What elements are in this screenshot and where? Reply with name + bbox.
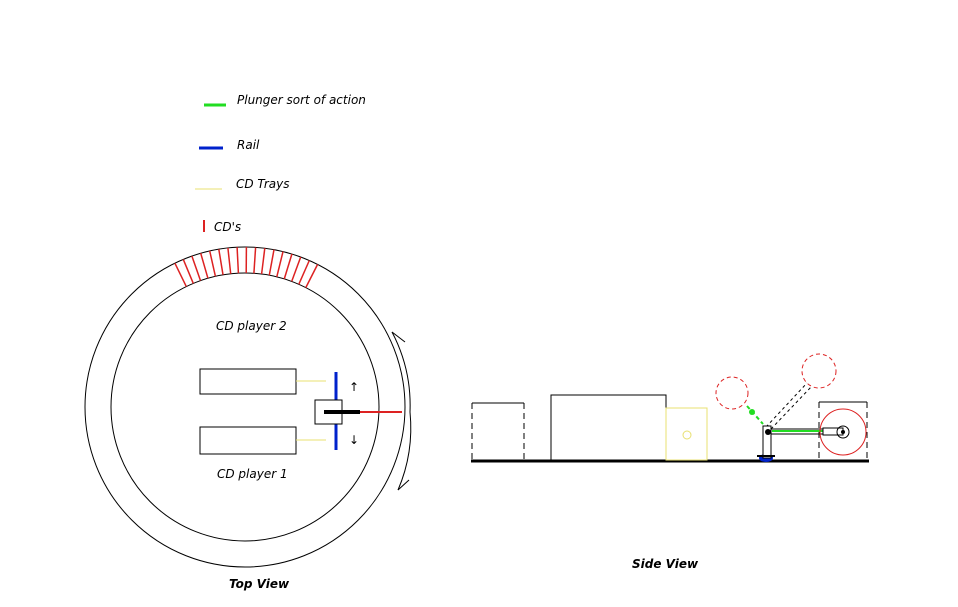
cd-slot — [290, 256, 302, 282]
cd-slot — [236, 247, 240, 274]
cd-slot — [305, 264, 319, 288]
carousel-inner-ring — [110, 272, 380, 542]
cd-slot — [283, 253, 293, 280]
rotation-arrow-bottom — [397, 411, 412, 491]
cd-slot — [182, 259, 194, 284]
side-cd-center — [841, 430, 845, 434]
rotation-arrow-bottom-head — [397, 479, 410, 491]
legend: Plunger sort of action Rail CD Trays CD'… — [195, 93, 366, 234]
cd-slot — [260, 248, 266, 275]
cd-slot — [174, 262, 187, 287]
picker-pivot — [765, 429, 771, 435]
rotation-arrow-top-head — [391, 331, 406, 343]
top-view: CD player 2 CD player 1 ↑ ↓ Top View — [84, 246, 412, 591]
cd-slots — [174, 246, 319, 288]
legend-label-trays: CD Trays — [236, 177, 289, 191]
cd-slot — [268, 249, 275, 276]
rail-down-arrow: ↓ — [349, 433, 359, 447]
ghost-cd-right — [801, 353, 837, 389]
picker-arm-tip — [822, 427, 844, 436]
side-cd-player — [550, 394, 667, 462]
side-cd — [819, 408, 867, 456]
cd-player-2-label: CD player 2 — [216, 319, 287, 333]
cd-slot — [199, 252, 209, 279]
cd-slot — [218, 249, 224, 275]
side-cd-hub — [836, 425, 850, 439]
ghost-plunger-tip — [749, 409, 755, 415]
cd-player-1-label: CD player 1 — [217, 467, 288, 481]
ghost-cd-left — [715, 376, 749, 410]
legend-label-cds: CD's — [214, 220, 241, 234]
cd-slot — [227, 247, 232, 274]
side-cd-tray-disc — [682, 430, 692, 440]
side-view-title: Side View — [632, 557, 699, 571]
cd-player-1 — [199, 426, 297, 455]
cd-slot — [298, 260, 310, 285]
ghost-arm-1 — [765, 382, 808, 428]
ghost-arm-2 — [770, 385, 813, 430]
legend-label-plunger: Plunger sort of action — [237, 93, 366, 107]
rotation-arrow-top — [391, 331, 411, 413]
side-view: Side View — [471, 353, 869, 571]
cd-slot — [253, 247, 257, 274]
top-view-title: Top View — [229, 577, 290, 591]
side-cd-tray — [665, 407, 708, 461]
cd-slot — [191, 255, 202, 281]
picker-post — [762, 425, 772, 459]
rail-up-arrow: ↑ — [349, 380, 359, 394]
legend-label-rail: Rail — [237, 138, 260, 152]
ghost-plunger — [746, 405, 764, 425]
cd-player-2 — [199, 368, 297, 395]
cd-slot — [276, 251, 284, 277]
carousel-outer-ring — [84, 246, 406, 568]
cd-slot — [208, 250, 217, 277]
